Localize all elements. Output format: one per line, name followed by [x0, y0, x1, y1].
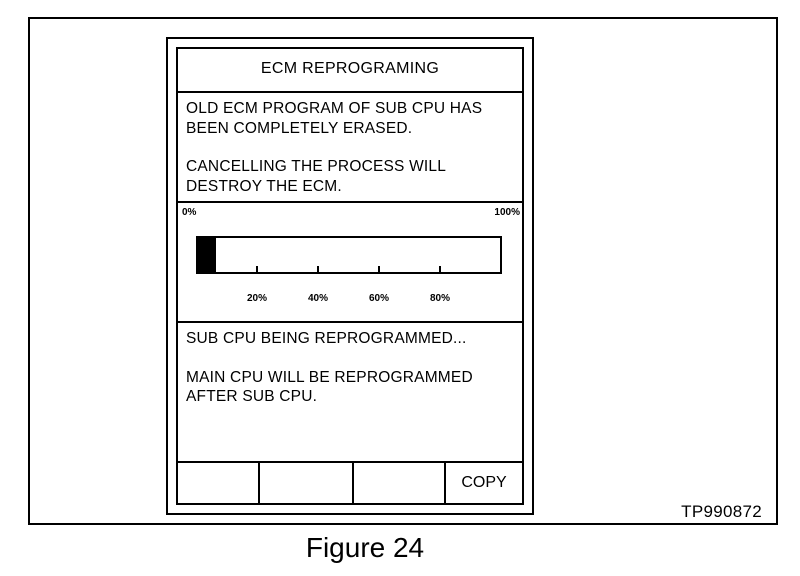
figure-caption: Figure 24 — [305, 532, 425, 563]
progress-panel: 0% 100% 20% 40% 60% 80% — [178, 203, 522, 323]
tick-label-80: 80% — [429, 293, 451, 304]
tester-screen: ECM REPROGRAMING OLD ECM PROGRAM OF SUB … — [176, 47, 524, 505]
tick-label-40: 40% — [307, 293, 329, 304]
warning-message: OLD ECM PROGRAM OF SUB CPU HAS BEEN COMP… — [178, 93, 522, 203]
progress-tick-40 — [317, 266, 319, 272]
progress-tick-20 — [256, 266, 258, 272]
main-cpu-status: MAIN CPU WILL BE REPROGRAMMED AFTER SUB … — [186, 368, 473, 406]
progress-min-label: 0% — [182, 207, 197, 218]
softkey-row: COPY — [178, 463, 522, 503]
progress-tick-60 — [378, 266, 380, 272]
progress-max-label: 100% — [494, 207, 520, 218]
tester-device: ECM REPROGRAMING OLD ECM PROGRAM OF SUB … — [166, 37, 534, 515]
softkey-2[interactable] — [260, 463, 354, 503]
figure-frame — [28, 17, 778, 525]
cancel-warning: CANCELLING THE PROCESS WILL DESTROY THE … — [186, 158, 446, 195]
figure-id: TP990872 — [681, 502, 762, 521]
progress-tick-80 — [439, 266, 441, 272]
progress-bar — [196, 236, 502, 274]
tick-label-60: 60% — [368, 293, 390, 304]
tick-label-20: 20% — [246, 293, 268, 304]
softkey-1[interactable] — [178, 463, 260, 503]
erase-notice: OLD ECM PROGRAM OF SUB CPU HAS BEEN COMP… — [186, 100, 483, 137]
copy-button[interactable]: COPY — [446, 463, 522, 503]
sub-cpu-status: SUB CPU BEING REPROGRAMMED... — [186, 330, 467, 347]
screen-title: ECM REPROGRAMING — [178, 49, 522, 93]
progress-bar-fill — [198, 238, 217, 272]
status-message: SUB CPU BEING REPROGRAMMED... MAIN CPU W… — [178, 323, 522, 463]
softkey-3[interactable] — [354, 463, 446, 503]
